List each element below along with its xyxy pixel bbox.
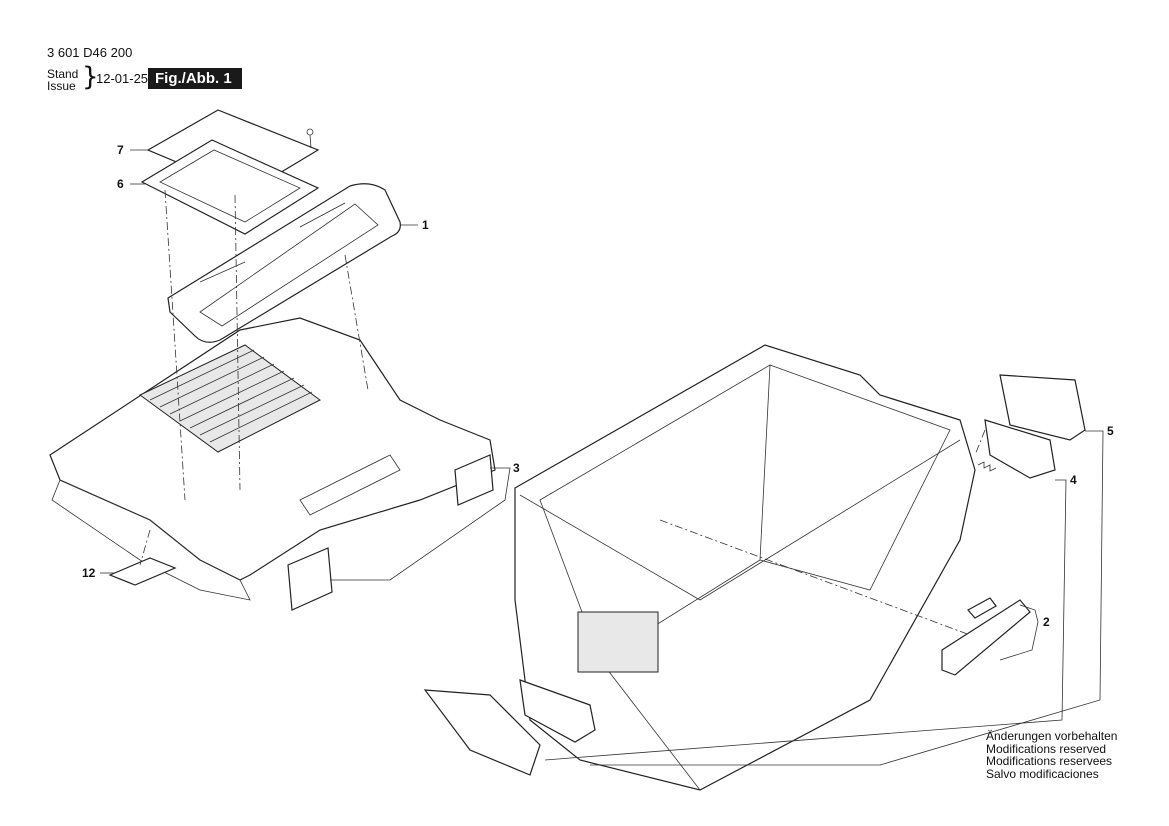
part-1-handle xyxy=(167,183,401,343)
storage-box xyxy=(514,344,976,791)
part-6-frame xyxy=(140,139,320,235)
part-4-latch-base xyxy=(977,419,1056,479)
document-number: 3 601 D46 200 xyxy=(47,45,133,60)
issue-label: Issue xyxy=(47,79,76,93)
part-12-board xyxy=(108,557,177,586)
notice-french: Modifications reservees xyxy=(986,754,1113,768)
callout-5: 5 xyxy=(1107,424,1114,438)
callout-6: 6 xyxy=(117,177,124,191)
callout-4: 4 xyxy=(1070,473,1077,487)
callout-2: 2 xyxy=(1043,615,1050,629)
notice-english: Modifications reserved xyxy=(986,741,1107,756)
leader-lines xyxy=(100,149,1104,766)
callout-7: 7 xyxy=(117,143,124,157)
part-3-top-lid xyxy=(49,317,496,611)
front-latch-assembly xyxy=(423,679,596,776)
stand-label: Stand xyxy=(47,67,79,81)
alignment-lines xyxy=(139,189,986,636)
modification-notice: Änderungen vorbehalten Modifications res… xyxy=(986,730,1117,780)
callout-12: 12 xyxy=(82,566,96,580)
callout-1: 1 xyxy=(422,218,429,232)
notice-spanish: Salvo modificaciones xyxy=(986,766,1099,781)
stand-issue-label: Stand Issue xyxy=(47,68,78,92)
callout-3: 3 xyxy=(513,461,520,475)
part-5-latch xyxy=(999,374,1086,441)
notice-german: Änderungen vorbehalten xyxy=(986,729,1118,743)
part-2-cap xyxy=(941,597,1031,676)
brace-icon: } xyxy=(82,62,99,92)
issue-date: 12-01-25 xyxy=(96,71,149,86)
figure-label: Fig./Abb. 1 xyxy=(148,68,242,89)
